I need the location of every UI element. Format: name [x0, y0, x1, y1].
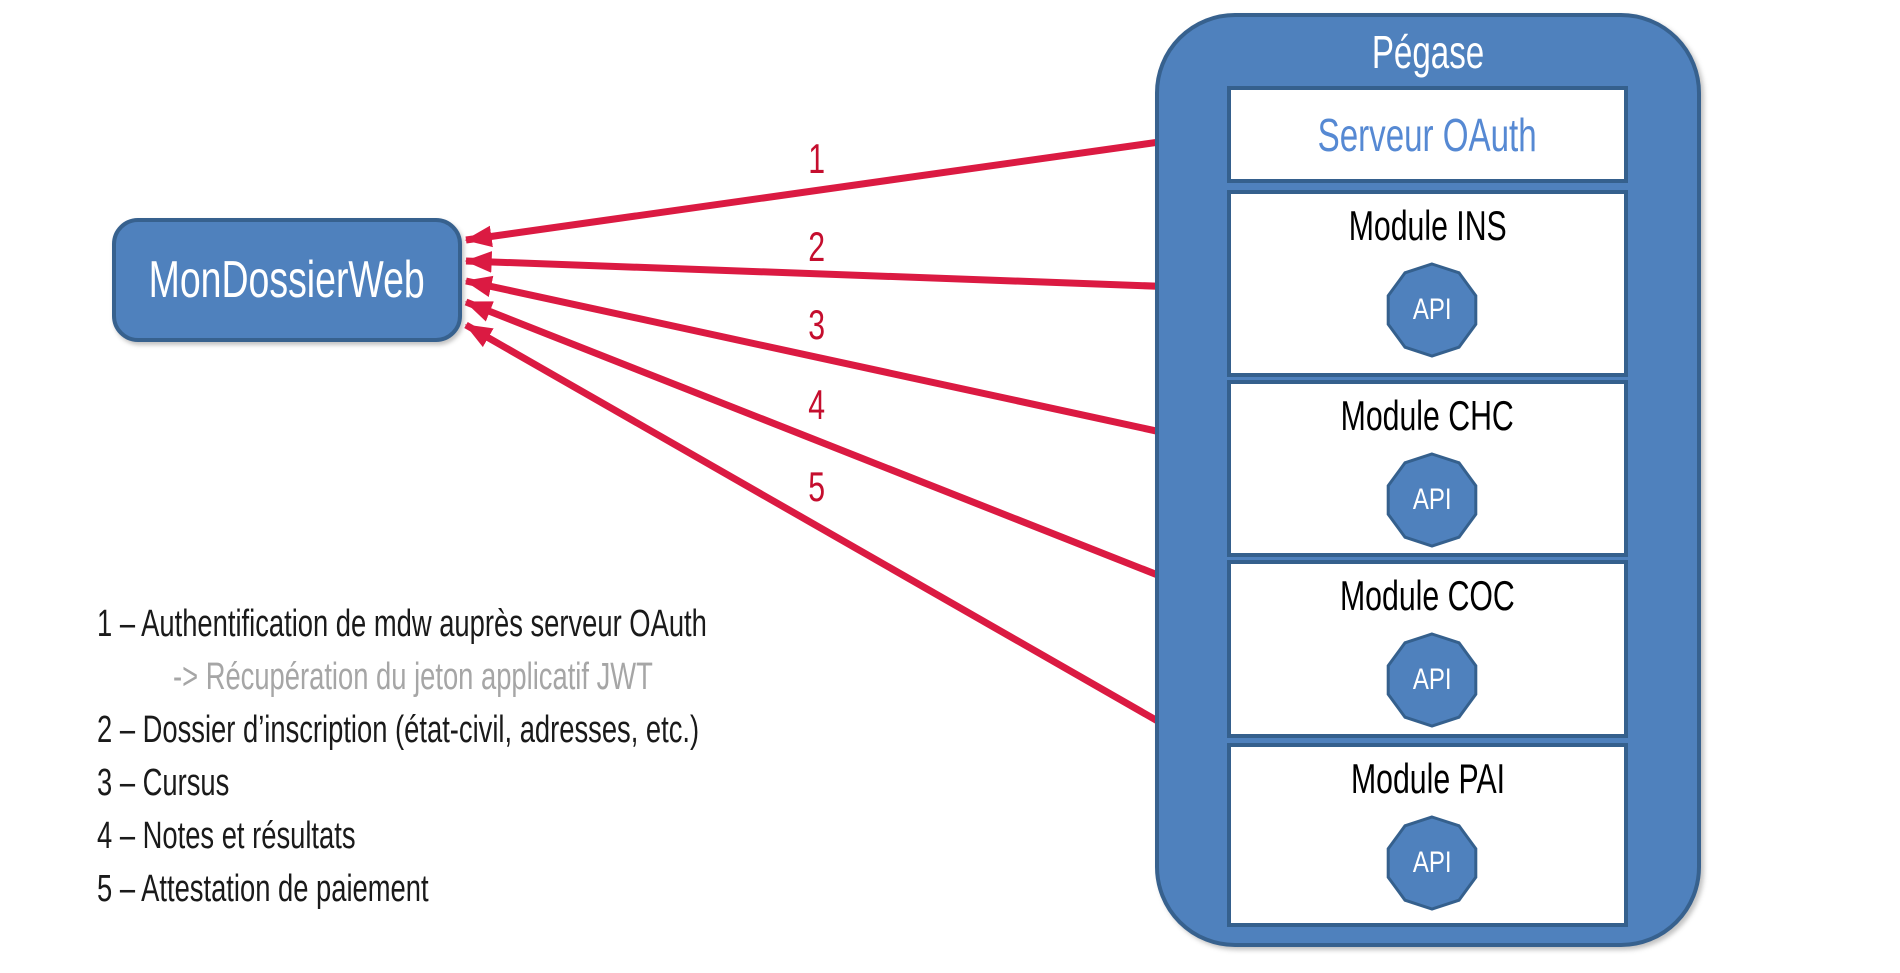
module-coc-api-decagon: API [1383, 631, 1481, 729]
arrow-label-4: 4 [808, 381, 826, 428]
mondossierweb-box: MonDossierWeb [112, 218, 462, 342]
module-chc-api-label: API [1412, 483, 1452, 516]
module-pai-api-decagon: API [1383, 814, 1481, 912]
legend-item-5: 5 – Attestation de paiement [97, 868, 429, 910]
module-ins-api-label: API [1412, 293, 1452, 326]
decagon-shape [1386, 815, 1478, 911]
legend-item-4: 4 – Notes et résultats [97, 815, 356, 857]
module-chc-box: Module CHC API [1227, 380, 1628, 557]
module-ins-api-decagon: API [1383, 261, 1481, 359]
module-pai-title: Module PAI [1350, 755, 1505, 802]
module-ins-box: Module INS API [1227, 190, 1628, 377]
module-coc-box: Module COC API [1227, 560, 1628, 738]
arrow-label-3: 3 [808, 301, 826, 348]
module-pai-box: Module PAI API [1227, 743, 1628, 927]
legend-item-1: 1 – Authentification de mdw auprès serve… [97, 603, 707, 645]
module-chc-title: Module CHC [1340, 392, 1515, 439]
legend-item-2: 2 – Dossier d’inscription (état-civil, a… [97, 709, 700, 751]
legend-item-1-detail: -> Récupération du jeton applicatif JWT [173, 656, 653, 698]
serveur-oauth-box: Serveur OAuth [1227, 86, 1628, 183]
pegase-container: Pégase Serveur OAuth Module INS API Modu… [1155, 13, 1701, 947]
pegase-title: Pégase [1371, 26, 1485, 78]
decagon-shape [1386, 262, 1478, 358]
decagon-shape [1386, 452, 1478, 548]
module-coc-api-label: API [1412, 663, 1452, 696]
legend: 1 – Authentification de mdw auprès serve… [97, 598, 944, 916]
arrow-1-oauth [464, 125, 1225, 248]
arrow-label-5: 5 [808, 463, 826, 510]
decagon-shape [1386, 632, 1478, 728]
legend-item-3: 3 – Cursus [97, 762, 230, 804]
arrow-label-1: 1 [808, 135, 826, 182]
module-pai-api-label: API [1412, 846, 1452, 879]
module-ins-title: Module INS [1348, 202, 1507, 249]
arrow-label-2: 2 [808, 223, 826, 270]
module-chc-api-decagon: API [1383, 451, 1481, 549]
module-coc-title: Module COC [1340, 572, 1515, 619]
mondossierweb-label: MonDossierWeb [148, 251, 426, 309]
serveur-oauth-label: Serveur OAuth [1317, 108, 1538, 161]
